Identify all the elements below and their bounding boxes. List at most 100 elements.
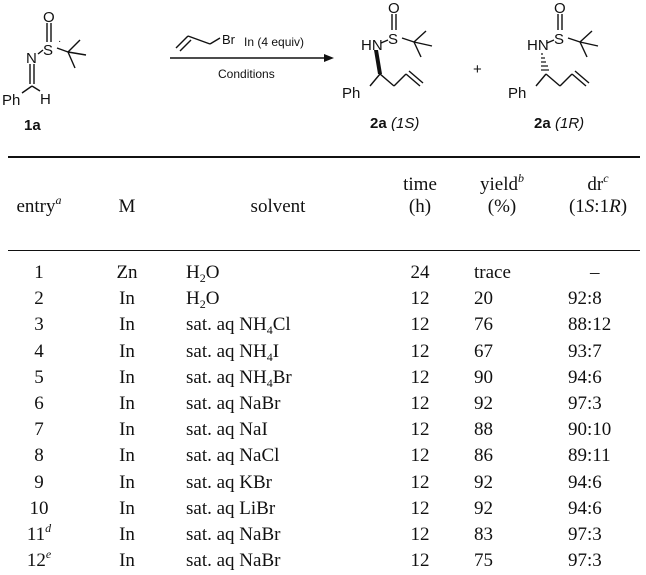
cell-entry: 6: [34, 392, 44, 414]
cell-dr: 97:3: [568, 523, 602, 545]
cell-yield: 20: [474, 288, 493, 310]
cell-time: 12: [410, 340, 430, 362]
cell-entry: 9: [34, 471, 44, 493]
cell-entry: 3: [34, 314, 44, 336]
cell-metal: In: [119, 392, 135, 414]
reactant-nitrogen: N: [26, 50, 37, 67]
cell-time: 12: [410, 419, 430, 441]
product-1R-label: 2a: [534, 115, 551, 132]
cell-entry: 1: [34, 262, 44, 283]
cell-time: 12: [410, 523, 430, 545]
reactant-label: 1a: [24, 117, 41, 134]
cell-yield: 92: [474, 497, 493, 519]
cell-dr: 88:12: [568, 314, 612, 336]
cell-solvent: sat. aq NaBr: [186, 550, 281, 572]
product-1S-oxygen: O: [388, 0, 400, 17]
plus-sign: +: [473, 61, 482, 78]
cell-entry: 12e: [26, 547, 52, 572]
cell-solvent: H2O: [186, 288, 220, 312]
header-time: time (h): [403, 174, 437, 217]
table-header-rule: [8, 250, 640, 251]
cell-solvent: sat. aq NaBr: [186, 523, 281, 545]
product-1S-label: 2a: [370, 115, 387, 132]
header-yield: yieldb (%): [480, 171, 524, 217]
cell-dr: 94:6: [568, 471, 602, 493]
reactant-hydrogen: H: [40, 91, 51, 108]
product-1R-config: (1R): [555, 115, 584, 132]
product-1S-sulfur: S: [388, 31, 398, 48]
table-header: entrya M solvent time (h) yieldb (%) drc…: [8, 171, 640, 250]
cell-solvent: H2O: [186, 262, 220, 285]
cell-solvent: sat. aq NaCl: [186, 445, 280, 467]
product-1S-structure: [369, 14, 433, 87]
product-1R-hash-bond: [541, 53, 549, 71]
cell-time: 12: [410, 366, 430, 388]
cell-dr: –: [590, 262, 600, 283]
cell-entry: 5: [34, 366, 44, 388]
cell-dr: 90:10: [568, 419, 612, 441]
reactant-phenyl: Ph: [2, 92, 20, 109]
cell-metal: Zn: [116, 262, 138, 283]
table-top-rule: [8, 156, 640, 158]
cell-yield: 83: [474, 523, 493, 545]
cell-entry: 8: [34, 445, 44, 467]
cell-yield: 86: [474, 445, 493, 467]
product-1R-oxygen: O: [554, 0, 566, 17]
cell-time: 12: [410, 288, 430, 310]
cell-metal: In: [119, 523, 135, 545]
cell-solvent: sat. aq NaBr: [186, 392, 281, 414]
cell-metal: In: [119, 288, 135, 310]
cell-yield: trace: [474, 262, 511, 283]
cell-yield: 88: [474, 419, 493, 441]
product-1R-sulfur: S: [554, 31, 564, 48]
cell-solvent: sat. aq KBr: [186, 471, 273, 493]
cell-dr: 92:8: [568, 288, 602, 310]
reactant-structure: [21, 23, 87, 94]
cell-solvent: sat. aq NaI: [186, 419, 268, 441]
reactant-sulfur: S: [43, 42, 53, 59]
cell-time: 12: [410, 471, 430, 493]
cell-dr: 89:11: [568, 445, 611, 467]
cell-entry: 7: [34, 419, 44, 441]
cell-time: 12: [410, 445, 430, 467]
header-dr: drc (1S:1R): [568, 171, 628, 217]
cell-entry: 11d: [26, 520, 52, 545]
reactant-oxygen: O: [43, 9, 55, 26]
header-entry: entrya: [16, 193, 62, 217]
cell-yield: 90: [474, 366, 493, 388]
cell-metal: In: [119, 314, 135, 336]
product-1S-phenyl: Ph: [342, 85, 360, 102]
allyl-bromide-label: Br: [222, 32, 236, 47]
table-row: 7 In sat. aq NaI 12 88 90:10: [8, 417, 640, 443]
cell-time: 12: [410, 392, 430, 414]
reactant-sulfur-charge: ·: [58, 36, 61, 47]
cell-solvent: sat. aq LiBr: [186, 497, 276, 519]
cell-entry: 4: [34, 340, 44, 362]
cell-metal: In: [119, 445, 135, 467]
cell-solvent: sat. aq NH4Cl: [186, 314, 291, 338]
metal-reagent: In (4 equiv): [244, 35, 304, 49]
cell-metal: In: [119, 366, 135, 388]
cell-metal: In: [119, 471, 135, 493]
cell-solvent: sat. aq NH4I: [186, 340, 280, 364]
reaction-arrow: [170, 54, 334, 62]
cell-yield: 92: [474, 392, 493, 414]
cell-dr: 93:7: [568, 340, 602, 362]
cell-metal: In: [119, 419, 135, 441]
cell-metal: In: [119, 550, 135, 572]
cell-dr: 94:6: [568, 366, 602, 388]
table-row: 5 In sat. aq NH4Br 12 90 94:6: [8, 365, 640, 391]
cell-time: 24: [410, 262, 430, 283]
product-1R-phenyl: Ph: [508, 85, 526, 102]
product-1S-nh: HN: [361, 37, 383, 54]
allyl-bromide-structure: [175, 35, 221, 52]
cell-solvent: sat. aq NH4Br: [186, 366, 292, 390]
product-1S-wedge: [374, 50, 382, 74]
